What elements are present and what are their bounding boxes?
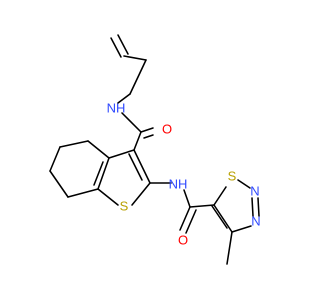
bond-thiadiazole-c5-s bbox=[213, 186, 227, 206]
bond-ring-c5-c6 bbox=[49, 146, 61, 172]
atom-label-nh-top: NH bbox=[107, 100, 126, 115]
bond-allyl-ch2 bbox=[129, 59, 147, 95]
bond-ring-c6-c7 bbox=[49, 170, 69, 198]
bond-thiadiazole-c4-c5-a bbox=[213, 204, 233, 233]
atom-label-s-thiophene: S bbox=[120, 198, 129, 213]
bond-methyl bbox=[226, 231, 233, 265]
bond-thiadiazole-n-n-a bbox=[251, 197, 254, 217]
atom-label-n-upper: N bbox=[250, 183, 259, 198]
bond-carbonyl-upper-b bbox=[143, 134, 154, 139]
bond-vinyl-chain bbox=[123, 55, 147, 61]
bond-carbonyl-to-thiadiazole bbox=[189, 204, 215, 208]
bond-thiadiazole-n-n-b bbox=[257, 197, 260, 217]
molecule-structure: NH O S NH S N N O bbox=[49, 34, 261, 265]
bond-ring-c7a-s bbox=[97, 188, 119, 206]
bond-thiadiazole-c4-c5-b bbox=[211, 205, 228, 229]
molecule-diagram: NH O S NH S N N O bbox=[49, 34, 261, 265]
bond-carbonyl-lower-a bbox=[179, 206, 191, 231]
bond-ring-c2-c3-inner bbox=[128, 153, 143, 181]
bond-ring-c7-c7a bbox=[67, 188, 99, 198]
atom-label-o-bottom: O bbox=[178, 232, 188, 247]
bond-ring-c2-c3 bbox=[133, 149, 151, 184]
bond-carbonyl-to-ring bbox=[133, 131, 142, 151]
bond-nh-to-lower-carbonyl bbox=[183, 189, 191, 208]
atom-label-n-lower: N bbox=[251, 213, 260, 228]
bond-nh-to-ch2 bbox=[117, 93, 131, 104]
atom-label-o-top: O bbox=[162, 121, 172, 136]
bond-ring-c3a-c7a-inner bbox=[93, 161, 104, 186]
bond-carbonyl-upper-a bbox=[140, 127, 154, 133]
bond-ring-c3-c3a bbox=[108, 149, 135, 159]
atom-label-nh-middle: NH bbox=[169, 176, 188, 191]
bond-nh-to-carbonyl bbox=[121, 112, 142, 133]
atom-label-s-thiadiazole: S bbox=[228, 168, 237, 183]
bond-ring-c3a-c4 bbox=[87, 140, 110, 159]
bond-vinyl-terminal-double-a bbox=[110, 37, 122, 58]
bond-vinyl-terminal-double-b bbox=[117, 34, 129, 55]
bond-ring-s-c2 bbox=[131, 182, 151, 206]
bond-thiadiazole-s-n bbox=[237, 179, 251, 189]
bond-thiadiazole-n-c4 bbox=[231, 225, 252, 233]
bond-carbonyl-lower-b bbox=[185, 209, 197, 234]
bond-ring-c4-c5 bbox=[59, 140, 89, 148]
bond-ring-c7a-c3a bbox=[97, 157, 110, 190]
